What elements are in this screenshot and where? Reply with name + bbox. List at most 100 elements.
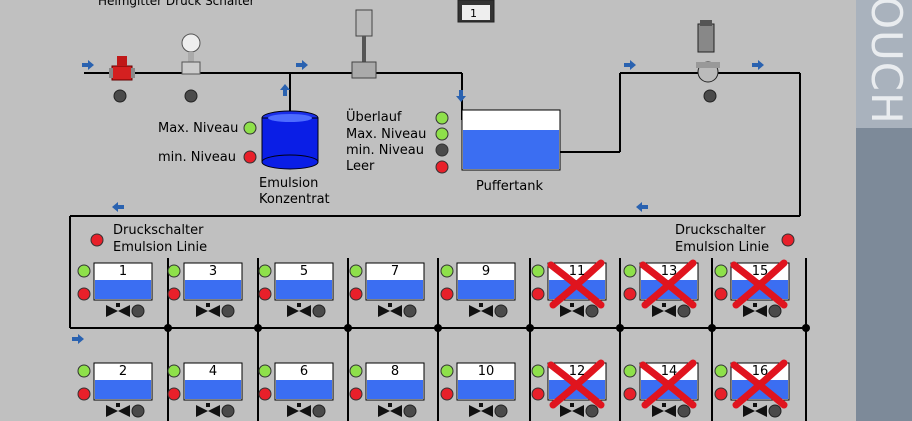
valve-status-led (677, 404, 691, 418)
machine-ok-led (440, 364, 454, 378)
machine-number: 8 (390, 364, 400, 379)
machine-unit-4[interactable] (167, 362, 243, 418)
machine-fault-led (167, 287, 181, 301)
valve-icon[interactable] (378, 405, 402, 417)
pressure-right-label: Druckschalter (675, 223, 766, 238)
valve-stem (206, 303, 210, 307)
machine-unit-2[interactable] (77, 362, 153, 418)
machine-unit-13[interactable] (623, 259, 699, 318)
machine-fault-led (258, 287, 272, 301)
valve-icon[interactable] (196, 305, 220, 317)
concentrate-max-label: Max. Niveau (158, 121, 239, 136)
puffer-overflow-label: Überlauf (346, 110, 402, 125)
concentrate-tank-label: Emulsion (259, 176, 319, 191)
pressure-left-label: Druckschalter (113, 223, 204, 238)
concentrate-min-label: min. Niveau (158, 150, 237, 165)
machine-unit-1[interactable] (77, 262, 153, 318)
pressure-left-led (90, 233, 104, 247)
arrow-left-icon (112, 202, 124, 212)
flow-arrows (72, 60, 764, 344)
valve-icon[interactable] (469, 405, 493, 417)
machine-number: 11 (568, 264, 586, 279)
dosing-pump-icon (351, 9, 377, 79)
machine-number: 6 (299, 364, 309, 379)
valve-status-led (113, 89, 127, 103)
machine-ok-led (349, 364, 363, 378)
machine-unit-10[interactable] (440, 362, 516, 418)
machine-fault-led (349, 387, 363, 401)
machine-unit-3[interactable] (167, 262, 243, 318)
machine-unit-7[interactable] (349, 262, 425, 318)
machine-unit-9[interactable] (440, 262, 516, 318)
machine-ok-led (167, 264, 181, 278)
machine-ok-led (167, 364, 181, 378)
valve-stem (116, 403, 120, 407)
valve-status-led (768, 404, 782, 418)
valve-icon[interactable] (652, 405, 676, 417)
pipe-junctions (164, 324, 810, 332)
machine-unit-14[interactable] (623, 359, 699, 418)
puffer-empty-led (435, 160, 449, 174)
valve-stem (570, 403, 574, 407)
disabled-cross-icon (732, 359, 788, 409)
valve-icon[interactable] (560, 305, 584, 317)
valve-icon[interactable] (106, 405, 130, 417)
machine-fluid (367, 280, 423, 299)
machine-unit-15[interactable] (714, 259, 790, 318)
machine-fluid (95, 380, 151, 399)
valve-stem (297, 303, 301, 307)
valve-status-led (677, 304, 691, 318)
machine-unit-12[interactable] (531, 359, 607, 418)
machine-number: 5 (299, 264, 309, 279)
machine-fluid (276, 380, 332, 399)
machine-fault-led (714, 287, 728, 301)
valve-status-led (221, 404, 235, 418)
machine-unit-16[interactable] (714, 359, 790, 418)
arrow-right-icon (72, 334, 84, 344)
valve-stem (753, 403, 757, 407)
valve-status-led (403, 304, 417, 318)
valve-icon[interactable] (469, 305, 493, 317)
valve-icon[interactable] (560, 405, 584, 417)
puffer-min-led (435, 143, 449, 157)
machine-fault-led (77, 387, 91, 401)
valve-icon[interactable] (287, 405, 311, 417)
valve-icon[interactable] (106, 305, 130, 317)
valve-status-led (403, 404, 417, 418)
valve-icon[interactable] (378, 305, 402, 317)
valve-status-led (585, 404, 599, 418)
machine-fault-led (623, 387, 637, 401)
machine-fault-led (258, 387, 272, 401)
ball-valve-icon (109, 56, 135, 81)
valve-status-led (221, 304, 235, 318)
header-label: Heimgitter Druck Schalter (98, 0, 255, 8)
machine-unit-5[interactable] (258, 262, 334, 318)
valve-icon[interactable] (743, 305, 767, 317)
brand-logo: OUCH (856, 0, 912, 128)
machine-ok-led (714, 264, 728, 278)
pump-status-led (703, 89, 717, 103)
puffer-max-label: Max. Niveau (346, 127, 427, 142)
valve-icon[interactable] (743, 405, 767, 417)
machine-fluid (185, 280, 241, 299)
disabled-cross-icon (549, 259, 605, 309)
machine-fluid (185, 380, 241, 399)
pressure-right-label-2: Emulsion Linie (675, 240, 770, 255)
machine-number: 10 (477, 364, 495, 379)
puffer-tank-label: Puffertank (476, 179, 543, 194)
arrow-right-icon (624, 60, 636, 70)
arrow-up-icon (280, 84, 290, 96)
machine-number: 14 (660, 364, 678, 379)
machine-fault-led (531, 287, 545, 301)
valve-stem (116, 303, 120, 307)
valve-icon[interactable] (196, 405, 220, 417)
valve-icon[interactable] (652, 305, 676, 317)
counter-value: 1 (470, 7, 477, 20)
valve-icon[interactable] (287, 305, 311, 317)
valve-stem (479, 303, 483, 307)
machine-unit-6[interactable] (258, 362, 334, 418)
machine-unit-11[interactable] (531, 259, 607, 318)
valve-stem (662, 403, 666, 407)
machine-unit-8[interactable] (349, 362, 425, 418)
concentrate-tank-label-2: Konzentrat (259, 192, 330, 207)
